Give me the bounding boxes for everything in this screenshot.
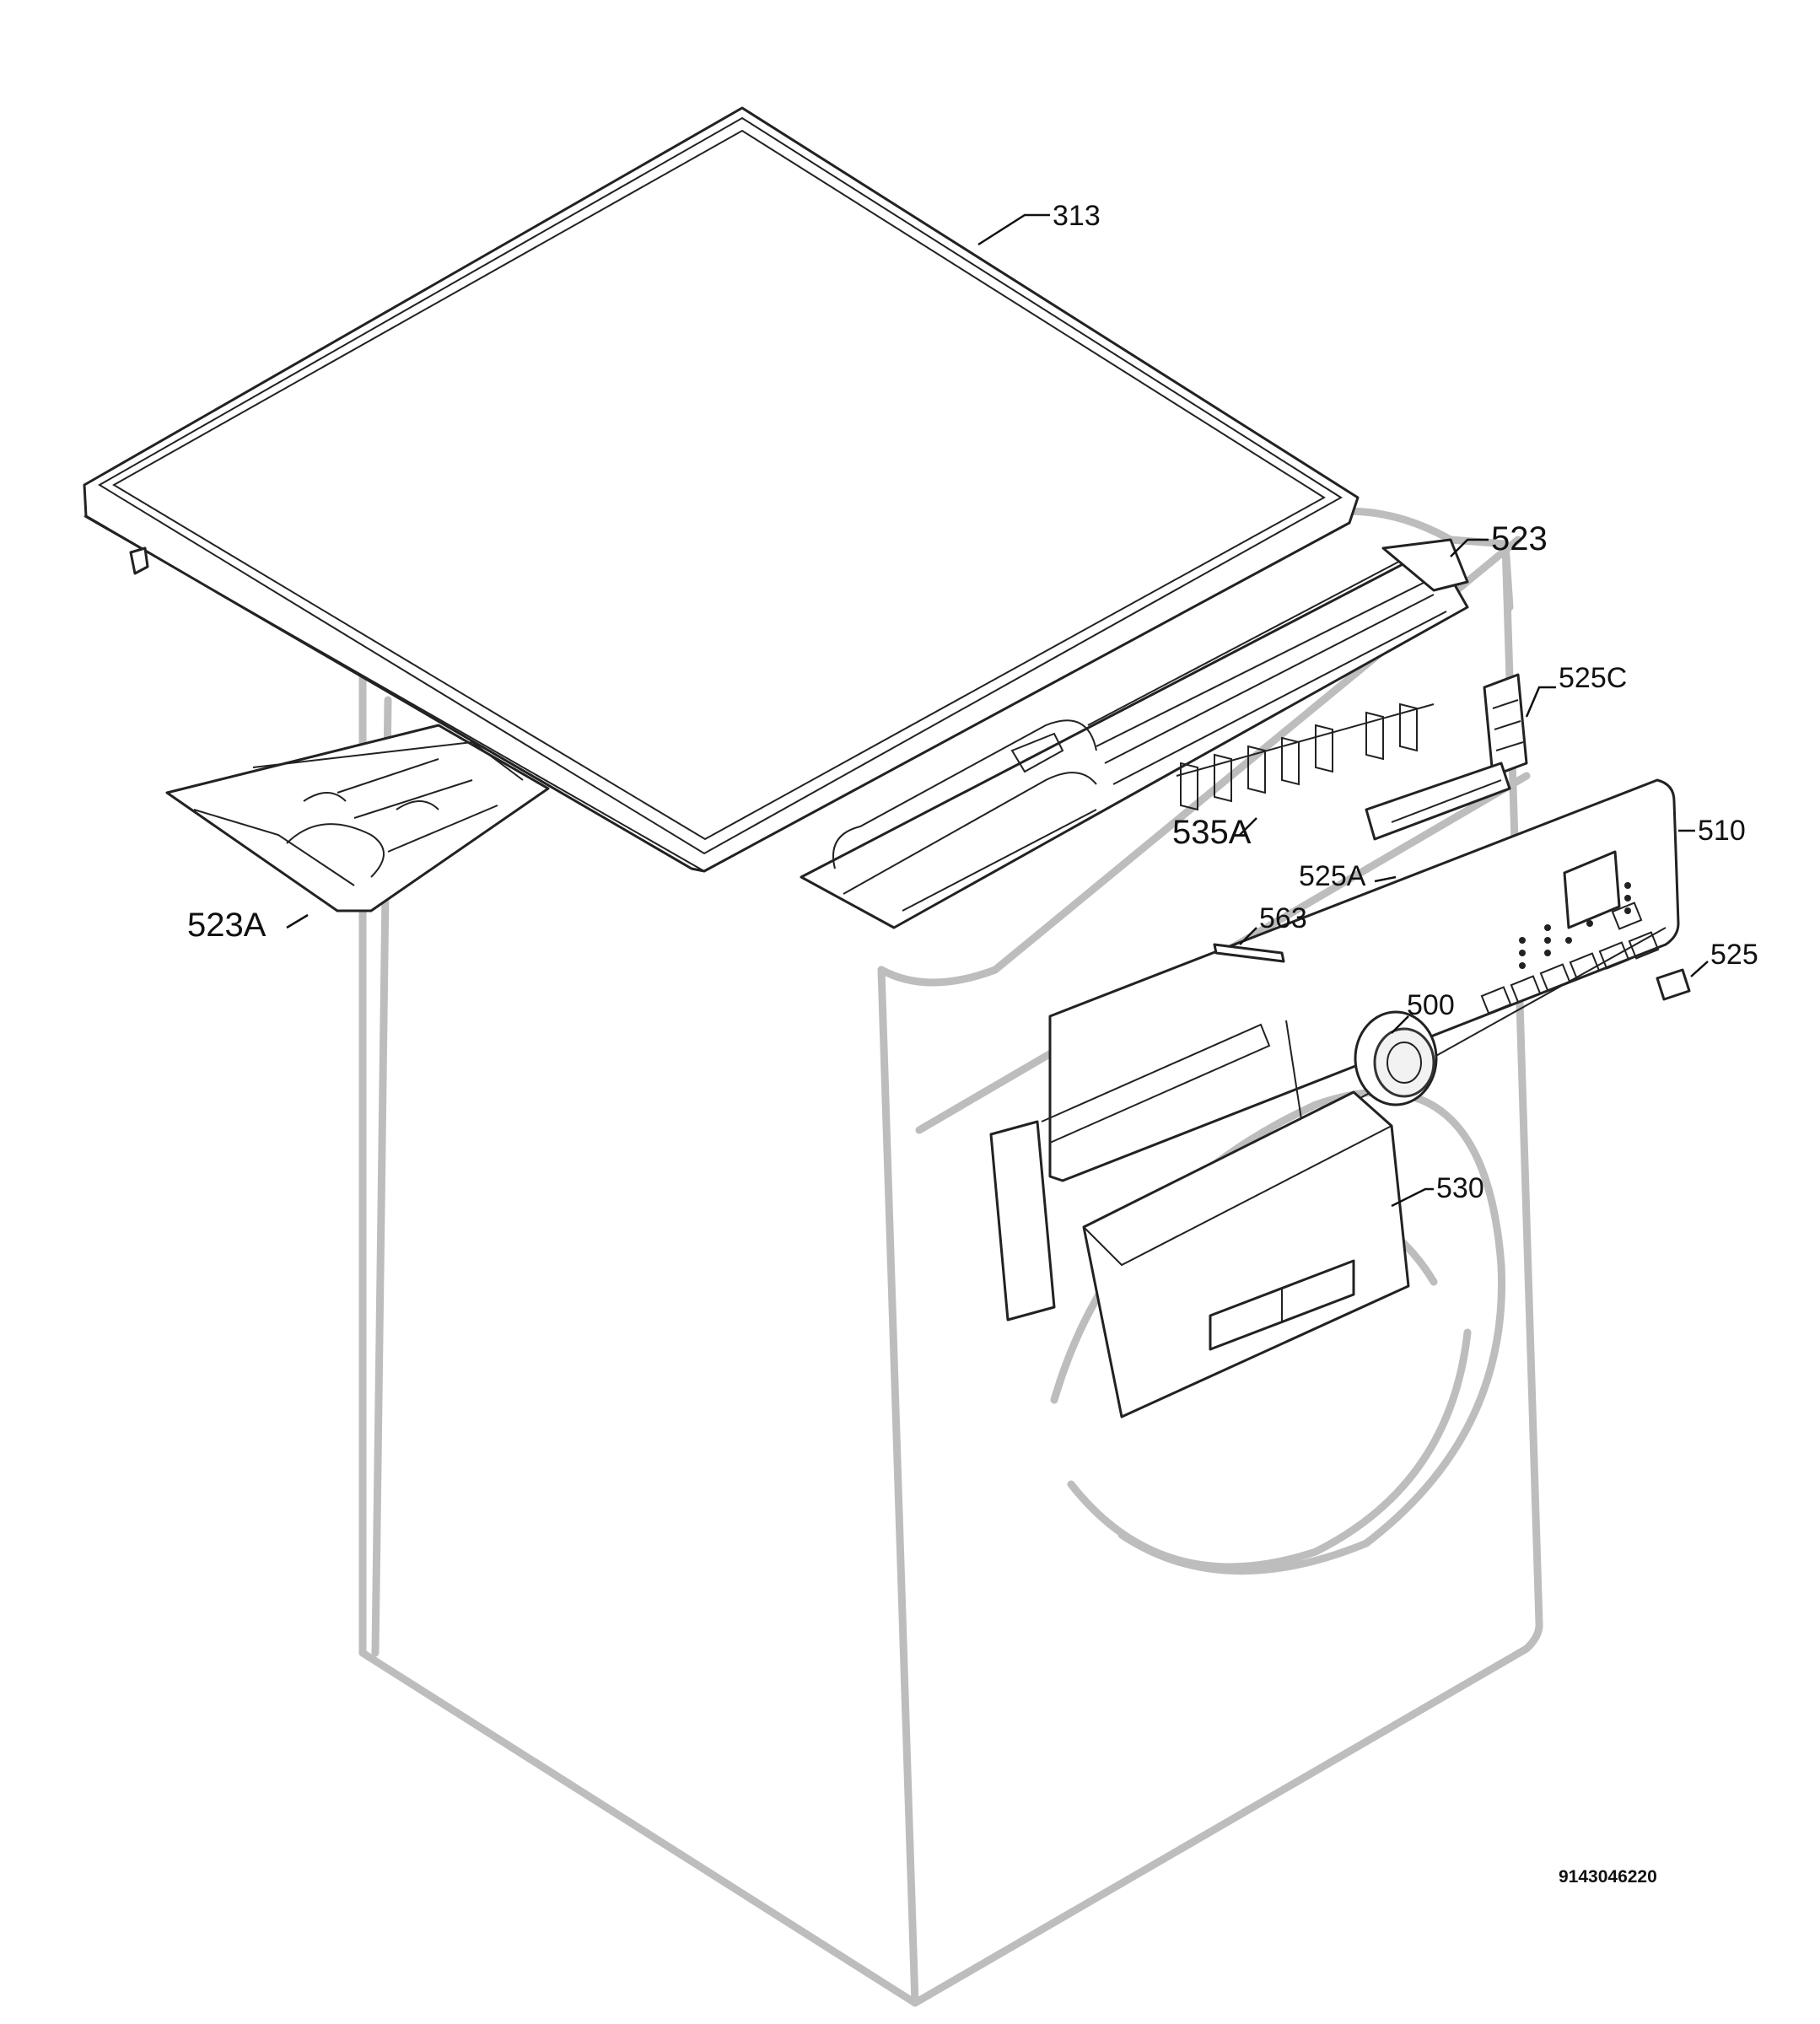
label-530: 530: [1436, 1172, 1484, 1204]
panel-buttons: [1480, 902, 1660, 1015]
label-523: 523: [1491, 520, 1548, 557]
drawing-code: 9143046220: [1559, 1867, 1657, 1887]
leader-lines: [286, 213, 1709, 1208]
connector-525C: [1483, 673, 1528, 778]
rail-bracket-523: [800, 538, 1469, 929]
top-cover-313: [83, 106, 1360, 873]
indicator-lights: [1519, 882, 1631, 969]
rail-bracket-523A: [165, 724, 550, 912]
label-313: 313: [1053, 200, 1101, 232]
label-563: 563: [1259, 902, 1307, 934]
label-500: 500: [1407, 989, 1455, 1021]
label-525A: 525A: [1299, 860, 1366, 892]
label-510: 510: [1698, 815, 1746, 847]
label-523A: 523A: [187, 907, 267, 944]
label-525: 525: [1710, 939, 1758, 971]
control-panel-510: [1048, 778, 1680, 1182]
label-535A: 535A: [1172, 814, 1252, 851]
switch-cluster-535A: [1176, 702, 1435, 811]
part-labels: 313 523 525C 535A 510 525A 523A 563 525 …: [187, 200, 1758, 1204]
switch-525: [1656, 968, 1691, 1001]
detergent-drawer-530: [989, 1023, 1410, 1418]
program-knob-500: [1354, 1010, 1438, 1106]
light-pipe-563: [1213, 943, 1285, 963]
label-525C: 525C: [1559, 662, 1627, 694]
